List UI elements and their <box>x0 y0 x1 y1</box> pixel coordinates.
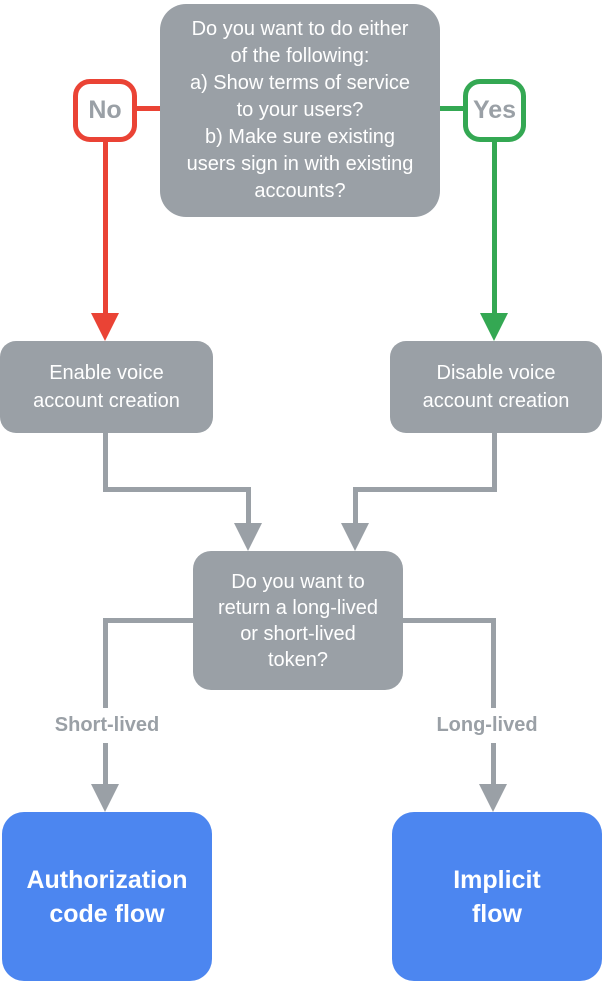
node-question-token: Do you want to return a long-lived or sh… <box>193 551 403 690</box>
enable-voice-text: Enable voice account creation <box>33 362 180 412</box>
question-start-text: Do you want to do either of the followin… <box>186 18 414 202</box>
arrowhead-long-icon <box>479 784 507 812</box>
edge-no-horizontal <box>137 106 160 111</box>
edge-disable-down <box>492 433 497 492</box>
node-disable-voice: Disable voice account creation <box>390 341 602 433</box>
disable-voice-text: Disable voice account creation <box>422 362 570 412</box>
edge-enable-horizontal <box>103 487 251 492</box>
edge-yes-horizontal <box>440 106 463 111</box>
edge-enable-drop <box>246 487 251 525</box>
implicit-flow-text: Implicit flow <box>453 865 541 928</box>
node-authorization-code-flow: Authorization code flow <box>2 812 212 981</box>
short-lived-text: Short-lived <box>54 714 160 736</box>
badge-yes-text: Yes <box>472 96 517 124</box>
badge-no-text: No <box>88 96 122 124</box>
edge-no-vertical <box>103 142 108 314</box>
edge-enable-down <box>103 433 108 492</box>
node-question-start: Do you want to do either of the followin… <box>160 4 440 217</box>
edge-label-short-lived: Short-lived <box>22 708 192 743</box>
edge-disable-horizontal <box>353 487 497 492</box>
arrowhead-yes-icon <box>480 313 508 341</box>
authorization-code-flow-text: Authorization code flow <box>26 865 188 928</box>
edge-disable-drop <box>353 487 358 525</box>
long-lived-text: Long-lived <box>436 714 538 736</box>
node-enable-voice: Enable voice account creation <box>0 341 213 433</box>
edge-short-horizontal <box>106 618 193 623</box>
badge-no: No <box>73 79 137 142</box>
edge-label-long-lived: Long-lived <box>412 708 562 743</box>
arrowhead-disable-icon <box>341 523 369 551</box>
edge-long-horizontal <box>403 618 495 623</box>
node-implicit-flow: Implicit flow <box>392 812 602 981</box>
arrowhead-no-icon <box>91 313 119 341</box>
edge-yes-vertical <box>492 142 497 314</box>
edge-short-vertical <box>103 618 108 786</box>
question-token-text: Do you want to return a long-lived or sh… <box>217 570 379 671</box>
arrowhead-short-icon <box>91 784 119 812</box>
arrowhead-enable-icon <box>234 523 262 551</box>
edge-long-vertical <box>491 618 496 786</box>
badge-yes: Yes <box>463 79 526 142</box>
